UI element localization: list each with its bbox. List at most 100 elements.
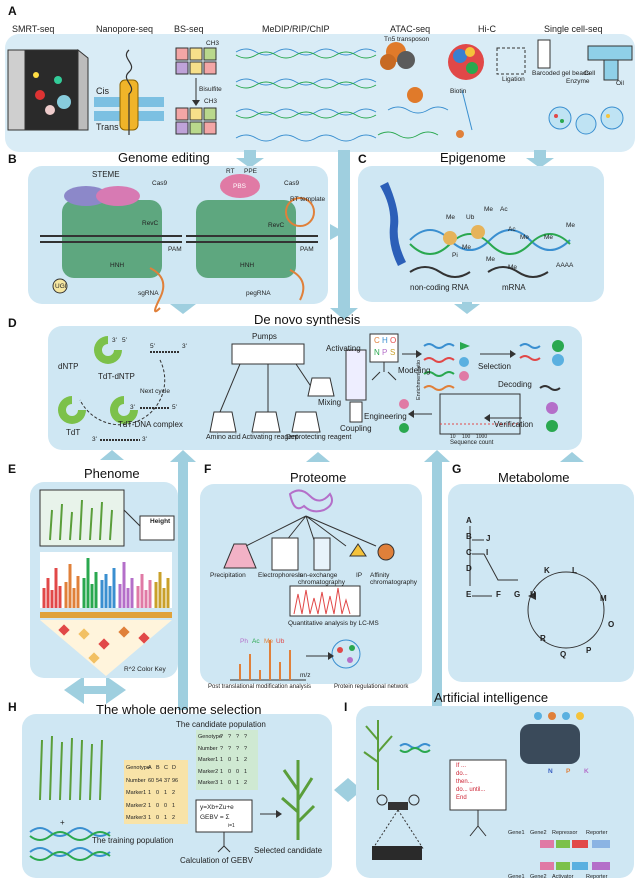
epi-mark-5: Me [520, 234, 530, 241]
training-table-cell: 0 [156, 815, 160, 821]
training-table-cell: 1 [148, 790, 152, 796]
prime-pam: PAM [300, 246, 314, 253]
tdt-dna-complex-label: TdT-DNA complex [118, 420, 183, 429]
hic-ligation: Ligation [502, 76, 525, 83]
candidate-table-cell: Genotype [198, 734, 222, 740]
epi-mark-9: Pi [452, 252, 458, 259]
lcms-label: Quantitative analysis by LC-MS [288, 620, 379, 627]
ptm-spectrum [230, 640, 306, 681]
candidate-table-cell: ? [220, 734, 224, 740]
mrna-strand [487, 266, 549, 278]
node-q: Q [560, 650, 567, 659]
candidate-table-cell: ? [220, 745, 224, 752]
prime-pegrna: pegRNA [246, 290, 271, 297]
gene-top-3: Repressor [552, 830, 578, 836]
gene-bottom-2: Gene2 [530, 874, 547, 880]
panel-g [448, 484, 634, 682]
enrichment-plot [439, 393, 521, 435]
sc-cell: Cell [584, 70, 596, 77]
sc-gel-beads: Barcoded gel beads [532, 70, 590, 77]
node-i: I [486, 548, 489, 557]
steme-revc: RevC [142, 220, 159, 227]
panel-h-title: The whole genome selection [96, 702, 262, 717]
ptm-me: Me [264, 638, 274, 645]
code-line: do... until... [456, 787, 486, 793]
atac-label: Tn5 transposon [384, 36, 430, 43]
bs-bisulfite: Bisulfite [199, 86, 222, 93]
tdt-enzyme-top [94, 336, 122, 364]
candidate-table-cell: 1 [244, 768, 248, 775]
protein-tangle [288, 489, 333, 513]
panel-c-title: Epigenome [440, 150, 506, 165]
panel-f-title: Proteome [290, 470, 347, 485]
chon-p: P [382, 348, 388, 357]
mrna-label: mRNA [502, 283, 526, 292]
training-table-cell: Marker3 [126, 815, 147, 821]
npk-p: P [566, 768, 571, 775]
epi-mark-4: Ac [500, 206, 508, 213]
activating-label: Activating [326, 344, 361, 353]
tick-100: 100 [462, 434, 471, 440]
candidate-table-cell: 2 [244, 757, 248, 763]
ld-heatmap [40, 620, 172, 676]
training-table-cell: 1 [148, 802, 152, 809]
gene-bottom-1: Gene1 [508, 874, 525, 880]
node-p: P [586, 646, 592, 655]
panel-i-title: Artificial intelligence [434, 690, 549, 705]
smrt-well-illustration [7, 48, 89, 131]
training-table [124, 760, 188, 824]
node-f: F [496, 590, 501, 599]
network-label: Protein regulational network [334, 684, 409, 690]
ptm-ub: Ub [276, 638, 285, 645]
hic-illustration [448, 44, 526, 138]
pumps-label: Pumps [252, 332, 277, 341]
panel-i-letter: I [344, 700, 348, 714]
panel-a-letter: A [8, 4, 17, 18]
epi-mark-6: Me [566, 222, 576, 229]
nanopore-trans: Trans [96, 122, 119, 132]
training-table-cell: 0 [164, 802, 168, 809]
node-a: A [466, 516, 472, 525]
prime-revc: RevC [268, 222, 285, 229]
prime-2: 3' [112, 337, 117, 344]
mixing-label: Mixing [318, 398, 342, 407]
activating-reagent-label: Activating reagent [242, 434, 299, 441]
candidate-table-cell: 1 [236, 757, 240, 763]
panel-a [5, 34, 635, 152]
panel-h-letter: H [8, 700, 17, 714]
method-nanopore: Nanopore-seq [96, 24, 154, 34]
prime-editor-complex [186, 174, 318, 301]
bs-seq-illustration [175, 47, 217, 135]
tdt-dntp-complex-label: TdT-dNTP [98, 372, 135, 381]
training-table-cell: 1 [164, 790, 168, 796]
epi-mark-1: Me [446, 214, 456, 221]
r2-color-key: R^2 Color Key [124, 666, 166, 673]
hic-biotin: Biotin [450, 88, 467, 95]
steme-cas9: Cas9 [152, 180, 168, 187]
training-table-cell: Marker2 [126, 802, 147, 809]
tick-1000: 1000 [476, 434, 488, 440]
electrophoresis-label: Electrophoresis [258, 572, 303, 579]
tdt-dntp-label: dNTP [58, 362, 79, 371]
training-table-cell: 54 [156, 777, 163, 784]
ncrna-label: non-coding RNA [410, 283, 469, 292]
drone [371, 794, 425, 860]
chon-s: S [390, 348, 396, 357]
steme-ugi: UGI [55, 283, 67, 290]
training-table-cell: 1 [148, 815, 152, 821]
epi-mark-11: Me [486, 256, 496, 263]
candidate-table-cell: 2 [244, 780, 248, 786]
method-hic: Hi-C [478, 24, 496, 34]
manhattan-plot [40, 552, 172, 608]
candidate-table-cell: 0 [236, 768, 240, 775]
sc-oil: Oil [616, 80, 624, 87]
candidate-table-cell: 1 [236, 780, 240, 786]
training-table-cell: 1 [164, 815, 168, 821]
